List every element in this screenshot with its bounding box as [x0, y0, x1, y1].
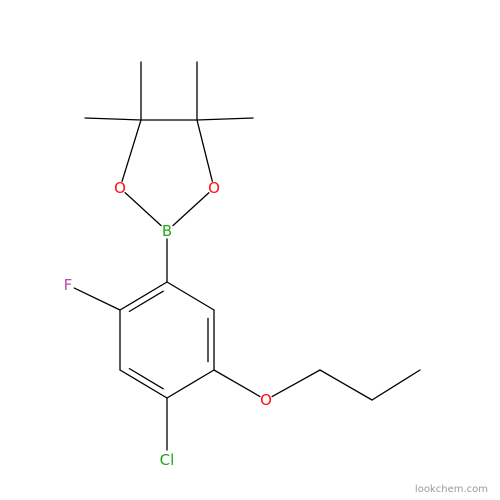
bond-c2-m4: [196, 117, 254, 121]
inner-double-bond-a3-a4: [128, 367, 164, 390]
bond-a3-a4: [119, 369, 168, 399]
bond-a1-a2: [119, 281, 168, 311]
atom-label-o2: O: [208, 179, 220, 197]
atom-labels: B O O F O Cl: [64, 179, 272, 469]
atom-label-o1: O: [114, 179, 126, 197]
bond-c1-m1: [84, 117, 142, 121]
bond-a6-a1: [166, 281, 215, 311]
bond-o2-c2: [196, 119, 213, 182]
bond-p1-p2: [319, 369, 373, 401]
atom-label-o3: O: [260, 391, 272, 409]
atom-label-b: B: [162, 222, 172, 240]
bond-a2-f: [73, 287, 121, 311]
bond-o3-p1: [271, 369, 321, 398]
bond-a4-a5: [166, 369, 215, 399]
watermark: lookchem.com: [415, 484, 488, 495]
bond-o1-c1: [121, 119, 142, 182]
bonds: [73, 61, 421, 451]
bond-p2-p3: [371, 369, 421, 401]
bond-a5-o3: [213, 369, 261, 398]
atom-label-f: F: [64, 276, 73, 294]
inner-double-bond-a1-a2: [128, 290, 164, 313]
bond-b-o1: [124, 192, 162, 227]
bond-b-o2: [172, 192, 210, 227]
atom-label-cl: Cl: [160, 451, 175, 469]
